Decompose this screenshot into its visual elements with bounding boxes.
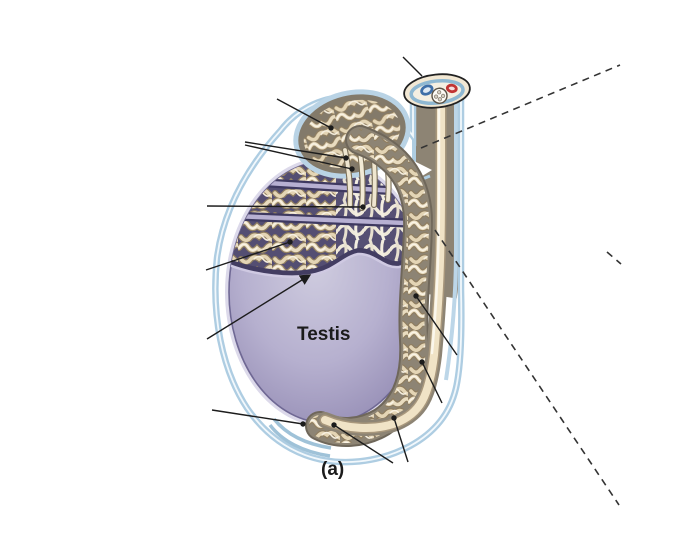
leader-line — [421, 361, 443, 404]
panel-label: (a) — [321, 459, 344, 480]
leader-target-dot — [360, 204, 366, 210]
leader-line — [205, 241, 291, 271]
ductus-deferens — [317, 84, 449, 437]
ductus-deferens-cut — [431, 87, 448, 104]
testicular-vein — [420, 84, 434, 96]
annotation-layer — [205, 56, 622, 506]
tunica-flap-inner — [272, 417, 332, 450]
leader-target-dot — [287, 239, 293, 245]
leader-line — [276, 98, 332, 129]
leader-target-dot — [349, 166, 355, 172]
leader-line — [393, 417, 409, 463]
cord-right-tunica-line — [444, 84, 458, 381]
leader-target-dot — [391, 415, 397, 421]
inset-reference-dashed-line — [434, 229, 620, 506]
leader-line — [333, 424, 394, 464]
testicular-artery — [445, 83, 458, 94]
testis-label: Testis — [297, 324, 351, 345]
leader-target-dot — [331, 422, 337, 428]
leader-line — [206, 274, 312, 340]
leader-target-dot — [328, 125, 334, 131]
leader-line — [211, 409, 304, 425]
leader-target-dot — [419, 359, 425, 365]
spermatic-cord-cross-section — [403, 73, 471, 109]
leader-target-dot — [343, 155, 349, 161]
leader-target-dot — [300, 421, 306, 427]
ductus-lumen — [321, 88, 445, 433]
tunica-flap-outer — [268, 423, 331, 458]
inset-reference-dashed-line — [420, 64, 621, 149]
inset-reference-dashed-line — [606, 251, 622, 265]
leader-line — [244, 141, 347, 159]
leader-line — [206, 205, 364, 208]
septum-2 — [232, 213, 425, 227]
ductus-highlight — [430, 90, 441, 355]
leader-line — [244, 144, 353, 170]
leader-line — [402, 56, 423, 77]
leader-target-dot — [413, 293, 419, 299]
leader-line — [415, 295, 458, 356]
